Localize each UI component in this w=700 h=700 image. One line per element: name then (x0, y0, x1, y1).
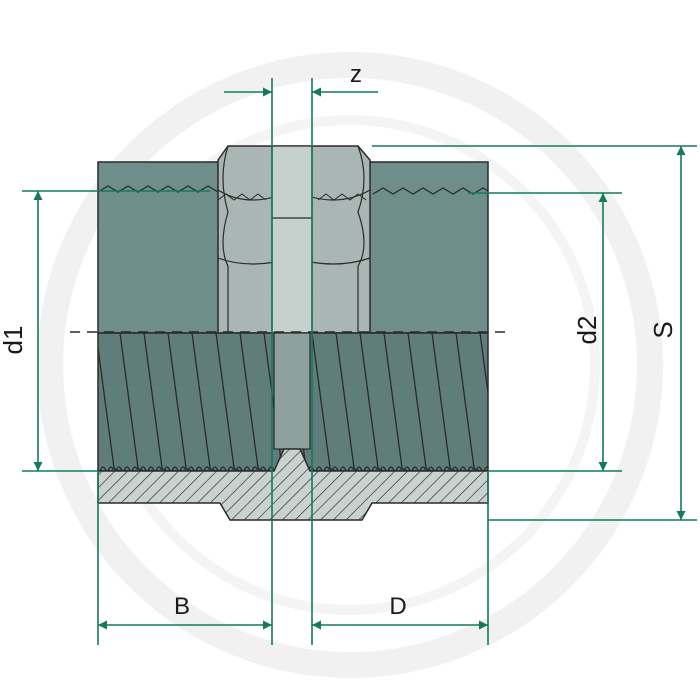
thread-root (107, 466, 115, 471)
thread-root (483, 466, 488, 471)
thread-root (235, 466, 243, 471)
thread-root (187, 466, 195, 471)
thread-root (403, 466, 411, 471)
thread-root (451, 466, 459, 471)
thread-root (315, 466, 323, 471)
label-s: S (648, 321, 678, 338)
thread-root (427, 466, 435, 471)
thread-root (379, 466, 387, 471)
thread-root (259, 466, 267, 471)
thread-root (467, 466, 475, 471)
thread-root (219, 466, 227, 471)
thread-root (195, 466, 203, 471)
thread-root (395, 466, 403, 471)
label-d2: d2 (572, 316, 602, 345)
thread-root (411, 466, 419, 471)
label-d: D (389, 593, 406, 620)
thread-root (155, 466, 163, 471)
thread-root (99, 466, 107, 471)
thread-root (227, 466, 235, 471)
thread-root (251, 466, 259, 471)
thread-root (355, 466, 363, 471)
thread-root (163, 466, 171, 471)
thread-root (179, 466, 187, 471)
thread-root (211, 466, 219, 471)
thread-root (475, 466, 483, 471)
label-b: B (174, 593, 190, 620)
thread-root (171, 466, 179, 471)
center-bore (273, 332, 311, 450)
thread-root (123, 466, 131, 471)
bore-hidden (271, 145, 313, 334)
thread-profile-left (97, 185, 219, 193)
thread-root (347, 466, 355, 471)
thread-root (147, 466, 155, 471)
thread-root (243, 466, 251, 471)
thread-root (331, 466, 339, 471)
thread-root (363, 466, 371, 471)
thread-root (459, 466, 467, 471)
dimension-lines (22, 78, 697, 645)
thread-root (443, 466, 451, 471)
hex-face (217, 145, 371, 334)
thread-root (139, 466, 147, 471)
thread-root (419, 466, 427, 471)
thread-root (267, 466, 275, 471)
label-z: z (350, 61, 362, 88)
thread-root (115, 466, 123, 471)
thread-root (339, 466, 347, 471)
label-d1: d1 (0, 326, 28, 355)
thread-root (323, 466, 331, 471)
thread-root (203, 466, 211, 471)
thread-root (131, 466, 139, 471)
thread-profile-right (372, 187, 489, 195)
thread-root (387, 466, 395, 471)
thread-root (371, 466, 379, 471)
thread-root (435, 466, 443, 471)
